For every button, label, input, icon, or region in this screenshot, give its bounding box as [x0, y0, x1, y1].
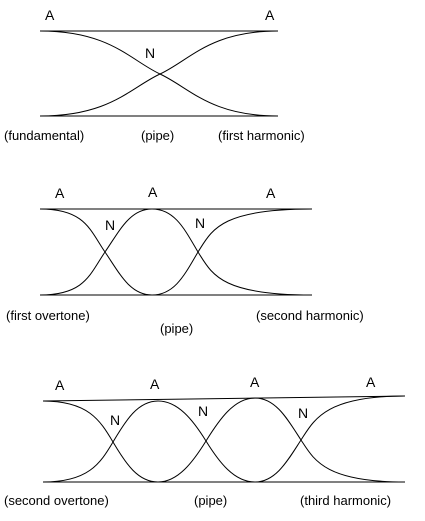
wave-curve-upper — [39, 30, 279, 117]
caption-pipe: (pipe) — [141, 128, 174, 143]
antinode-label: A — [148, 184, 158, 200]
node-label: N — [145, 45, 155, 61]
node-label: N — [195, 215, 205, 231]
node-label: N — [198, 403, 208, 419]
caption-mode: (fundamental) — [4, 128, 84, 143]
panel-first-overtone: A A A N N (first overtone) (pipe) (secon… — [6, 184, 364, 336]
antinode-label: A — [266, 185, 276, 201]
caption-harmonic: (first harmonic) — [218, 128, 305, 143]
wave-curve-lower — [39, 208, 313, 296]
pipe-top-wall — [42, 395, 406, 402]
antinode-label: A — [55, 377, 65, 393]
antinode-label: A — [366, 374, 376, 390]
wave-curve-upper — [39, 208, 313, 296]
node-label: N — [298, 405, 308, 421]
caption-harmonic: (third harmonic) — [300, 493, 391, 508]
panel-fundamental: A A N (fundamental) (pipe) (first harmon… — [4, 7, 305, 143]
antinode-label: A — [250, 374, 260, 390]
caption-pipe: (pipe) — [194, 493, 227, 508]
antinode-label: A — [150, 376, 160, 392]
antinode-label: A — [45, 7, 55, 23]
caption-harmonic: (second harmonic) — [256, 308, 364, 323]
node-label: N — [105, 217, 115, 233]
antinode-label: A — [265, 7, 275, 23]
caption-mode: (first overtone) — [6, 308, 90, 323]
node-label: N — [110, 412, 120, 428]
panel-second-overtone: A A A A N N N (second overtone) (pipe) (… — [4, 374, 406, 508]
caption-mode: (second overtone) — [4, 493, 109, 508]
caption-pipe: (pipe) — [160, 321, 193, 336]
wave-curve-upper — [42, 397, 406, 483]
wave-curve-lower — [42, 395, 406, 483]
wave-curve-lower — [39, 30, 279, 117]
antinode-label: A — [55, 185, 65, 201]
